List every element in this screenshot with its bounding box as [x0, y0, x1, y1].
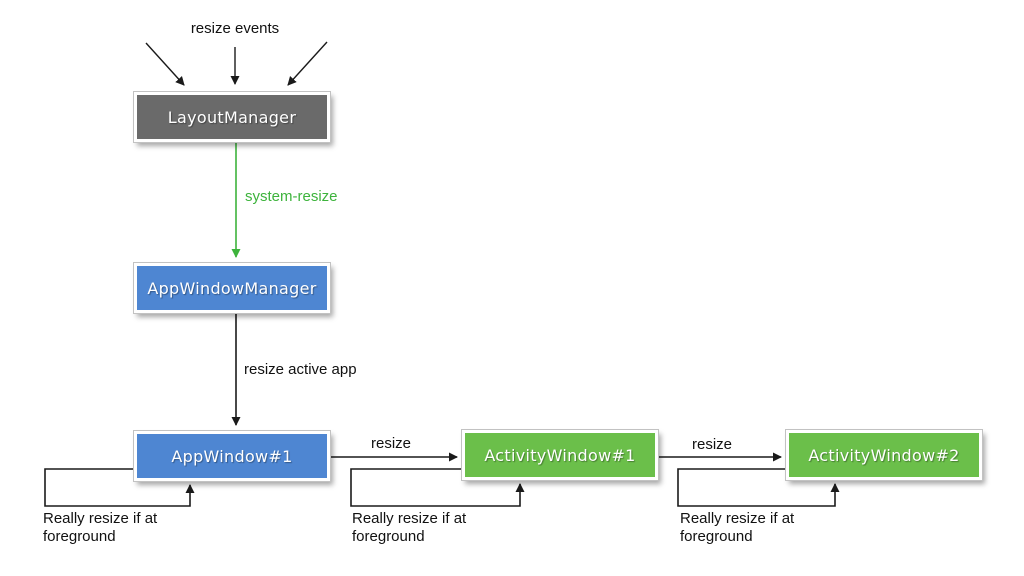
- label-self-loop-activity-window-1: Really resize if at foreground: [352, 510, 467, 545]
- node-activity-window-1-label: ActivityWindow#1: [484, 445, 636, 465]
- label-resize-1: resize: [370, 435, 411, 452]
- label-resize-events: resize events: [190, 20, 280, 37]
- node-app-window-1-label: AppWindow#1: [171, 446, 293, 466]
- node-layout-manager-label: LayoutManager: [167, 107, 297, 127]
- self-loop-activity-window-1: [350, 468, 525, 507]
- node-activity-window-2-label: ActivityWindow#2: [808, 445, 960, 465]
- label-resize-2: resize: [691, 436, 732, 453]
- self-loop-activity-window-2: [677, 468, 840, 507]
- arrow-resize-event-right: [287, 41, 328, 86]
- label-resize-active-app: resize active app: [244, 361, 357, 378]
- node-activity-window-1: ActivityWindow#1: [461, 429, 659, 481]
- node-app-window-1: AppWindow#1: [133, 430, 331, 482]
- label-system-resize: system-resize: [245, 188, 338, 205]
- self-loop-app-window-1: [44, 468, 195, 507]
- label-self-loop-app-window-1: Really resize if at foreground: [43, 510, 158, 545]
- node-app-window-manager: AppWindowManager: [133, 262, 331, 314]
- node-activity-window-2: ActivityWindow#2: [785, 429, 983, 481]
- arrow-resize-event-left: [145, 42, 185, 86]
- node-app-window-manager-label: AppWindowManager: [147, 278, 317, 298]
- label-self-loop-activity-window-2: Really resize if at foreground: [680, 510, 795, 545]
- node-layout-manager: LayoutManager: [133, 91, 331, 143]
